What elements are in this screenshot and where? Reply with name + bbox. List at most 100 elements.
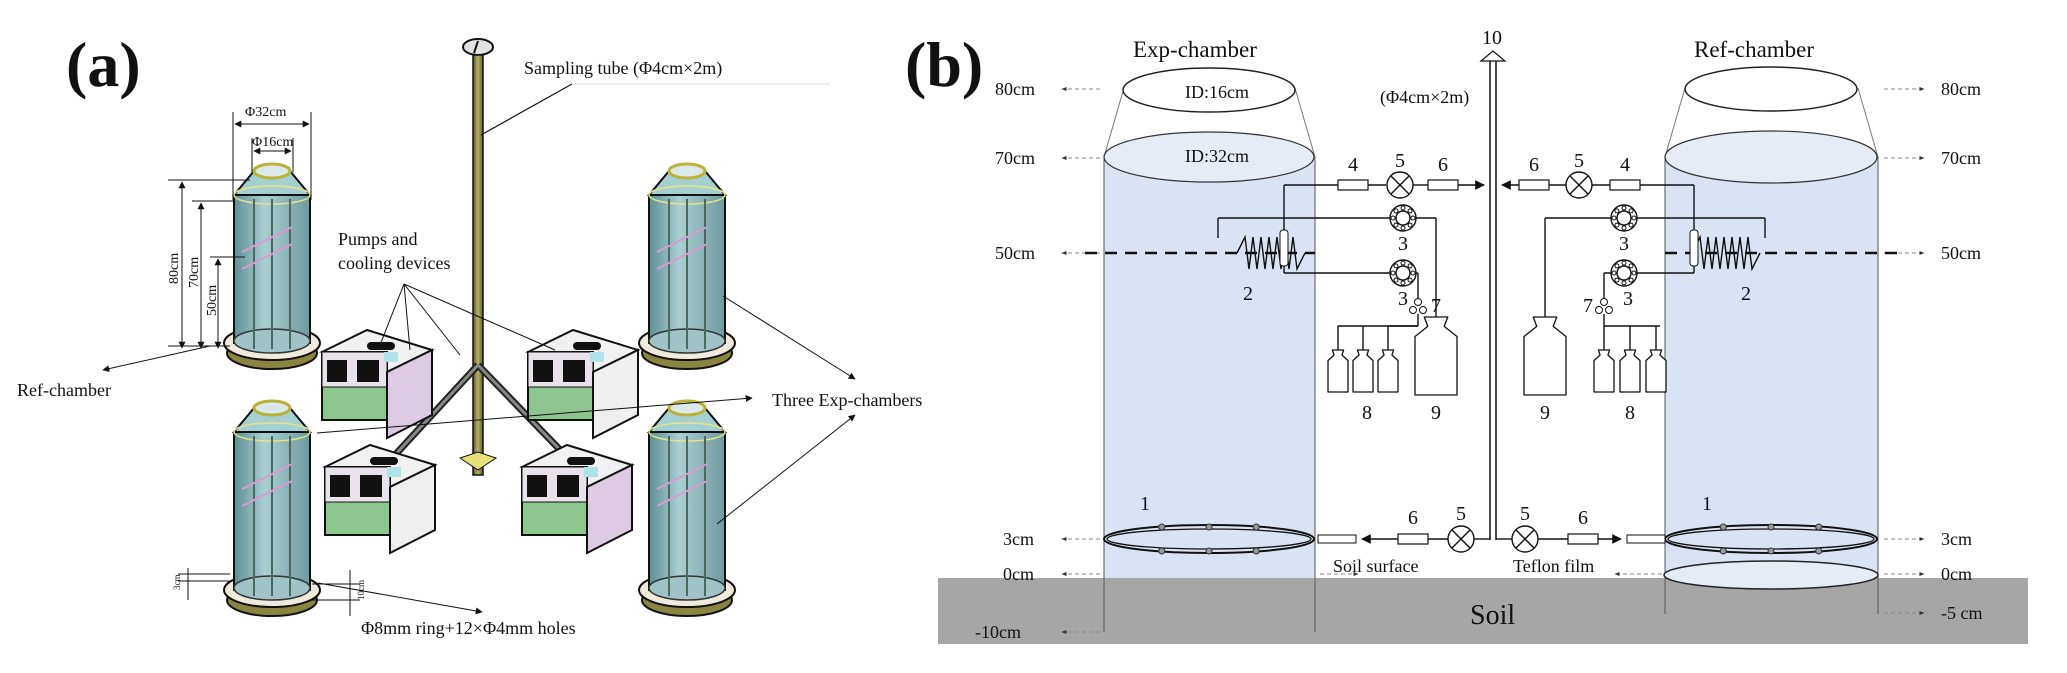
ref-ring-outlet: [1626, 534, 1666, 544]
pumps-label-line2: cooling devices: [338, 253, 450, 273]
ref-chamber-3d: [223, 162, 321, 370]
exp-flowmeter-bottom-number: 6: [1408, 507, 1418, 529]
tube-spec: (Φ4cm×2m): [1380, 87, 1469, 108]
height-levels: 80cm70cm50cm3cm0cm-10cm80cm70cm50cm3cm0c…: [975, 79, 1982, 642]
left-level-0: 80cm: [995, 79, 1035, 99]
exp-flowmeter-top-number: 6: [1438, 154, 1448, 176]
panel-a-label: (a): [66, 29, 141, 100]
exp-pump-upper: [1389, 204, 1417, 232]
exp-chamber-3d-2: [223, 399, 321, 617]
exp-large-bottle-number: 9: [1431, 402, 1441, 424]
teflon-film-label: Teflon film: [1513, 556, 1594, 576]
pump-box-4: [519, 443, 635, 555]
panel-b: (b) Soil Exp-chamber ID:16cm ID:32cm: [905, 27, 2028, 644]
panel-a: (a) Sampling tube (Φ4cm×2m): [17, 29, 922, 638]
panel-b-label: (b): [905, 29, 983, 100]
exp-body-id: ID:32cm: [1185, 146, 1249, 166]
ref-filter: [1609, 179, 1641, 191]
ref-coil: [1691, 234, 1761, 272]
ref-chamber-dimensions: [168, 112, 312, 349]
right-level-2: 50cm: [1941, 243, 1981, 263]
exp-small-bottles-number: 8: [1362, 402, 1372, 424]
exp-large-bottle: [1414, 316, 1458, 396]
ref-pump-upper: [1610, 204, 1638, 232]
ref-chamber-schematic: [1663, 66, 1879, 614]
exp-small-bottle-2: [1377, 349, 1399, 393]
exp-ring-number: 1: [1140, 493, 1150, 515]
central-sampling-tube: [1479, 50, 1507, 540]
pumps-label-line1: Pumps and: [338, 229, 418, 249]
dim-height-50: 50cm: [205, 285, 220, 316]
dim-height-80: 80cm: [167, 253, 182, 284]
ref-pump-lower: [1610, 259, 1638, 287]
ref-chamber-title: Ref-chamber: [1694, 37, 1814, 62]
exp-top-id: ID:16cm: [1185, 82, 1249, 102]
exp-pump-lower: [1389, 259, 1417, 287]
soil-surface-label: Soil surface: [1333, 556, 1418, 576]
exp-filter: [1337, 179, 1369, 191]
pump-box-3: [322, 443, 438, 555]
exp-chamber-3d-3: [638, 399, 736, 617]
ref-valve-top: [1565, 171, 1593, 199]
right-level-5: -5 cm: [1941, 603, 1982, 623]
leader-sampling-tube: [480, 83, 573, 136]
ring-label: Φ8mm ring+12×Φ4mm holes: [361, 618, 576, 638]
ref-small-bottle-0: [1593, 349, 1615, 393]
ref-small-bottle-2: [1645, 349, 1667, 393]
dim-height-70: 70cm: [187, 257, 202, 288]
exp-ring-outlet: [1317, 534, 1357, 544]
left-level-2: 50cm: [995, 243, 1035, 263]
exp-filter-number: 4: [1348, 154, 1358, 176]
left-level-1: 70cm: [995, 148, 1035, 168]
exp-valve-bottom-number: 5: [1456, 503, 1466, 525]
exp-pump-lower-number: 3: [1398, 288, 1408, 310]
ref-chamber-label: Ref-chamber: [17, 380, 111, 400]
dim-inner-diameter: Φ16cm: [252, 135, 293, 150]
ref-valve-top-number: 5: [1574, 150, 1584, 172]
exp-chamber-schematic: [1103, 67, 1316, 632]
ref-large-bottle: [1523, 316, 1567, 396]
left-level-4: 0cm: [1003, 564, 1034, 584]
left-level-5: -10cm: [975, 622, 1021, 642]
exp-sensor-probe: [1279, 229, 1289, 267]
exp-flowmeter-bottom: [1397, 533, 1429, 545]
exp-small-bottle-1: [1352, 349, 1374, 393]
exp-splitter: [1409, 298, 1427, 314]
ref-flowmeter-bottom: [1567, 533, 1599, 545]
tube-number-10: 10: [1482, 27, 1502, 49]
ref-pump-upper-number: 3: [1619, 233, 1629, 255]
ref-pump-lower-number: 3: [1623, 288, 1633, 310]
dim-outer-diameter: Φ32cm: [245, 105, 286, 120]
exp-ring: [1103, 523, 1315, 555]
ref-small-bottle-1: [1619, 349, 1641, 393]
exp-coil-number: 2: [1243, 283, 1253, 305]
ref-sensor-probe: [1689, 229, 1699, 267]
ref-flowmeter-top: [1518, 179, 1550, 191]
soil-label: Soil: [1470, 600, 1515, 631]
ref-splitter-number: 7: [1583, 295, 1593, 317]
ref-splitter: [1595, 298, 1613, 314]
ref-filter-number: 4: [1620, 154, 1630, 176]
exp-flowmeter-top: [1427, 179, 1459, 191]
dim-insert-depth: 10cm: [356, 580, 366, 600]
exp-valve-top: [1386, 171, 1414, 199]
ref-flowmeter-bottom-number: 6: [1578, 507, 1588, 529]
right-level-0: 80cm: [1941, 79, 1981, 99]
ref-flowmeter-top-number: 6: [1529, 154, 1539, 176]
ref-coil-number: 2: [1741, 283, 1751, 305]
pump-box-2: [525, 328, 641, 440]
ref-large-bottle-number: 9: [1540, 402, 1550, 424]
exp-valve-top-number: 5: [1395, 150, 1405, 172]
ref-valve-bottom-number: 5: [1520, 503, 1530, 525]
exp-chamber-3d-1: [638, 162, 736, 370]
exp-coil: [1236, 234, 1306, 272]
exp-chamber-title: Exp-chamber: [1133, 37, 1257, 62]
exp-pump-upper-number: 3: [1398, 233, 1408, 255]
ref-valve-bottom: [1511, 525, 1539, 553]
chambers-a: [223, 162, 736, 617]
right-level-4: 0cm: [1941, 564, 1972, 584]
exp-chambers-label: Three Exp-chambers: [772, 390, 922, 410]
exp-splitter-number: 7: [1431, 295, 1441, 317]
